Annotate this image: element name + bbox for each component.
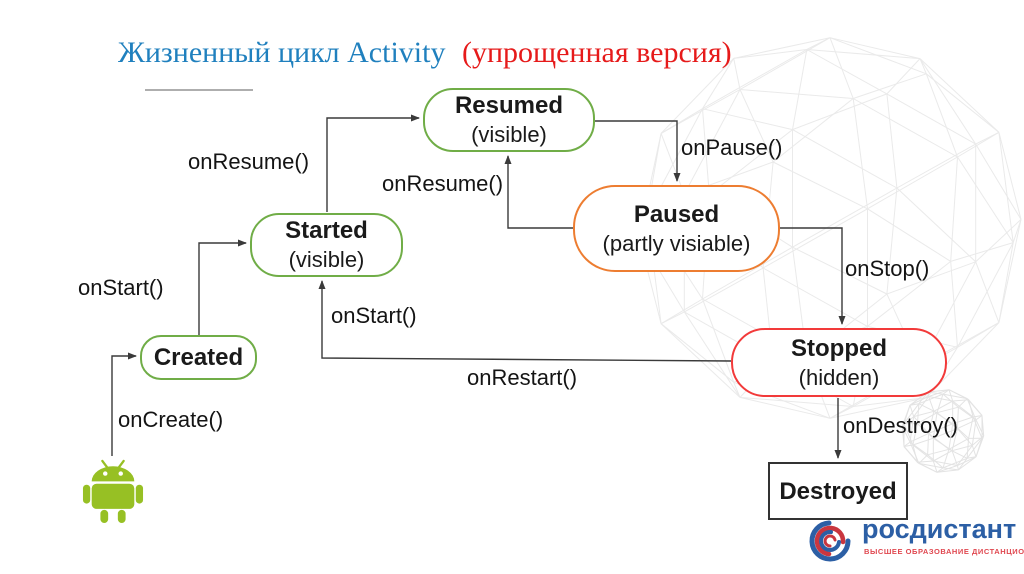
state-node-created: Created [140, 335, 257, 380]
state-node-resumed: Resumed (visible) [423, 88, 595, 152]
state-label: Started [285, 217, 368, 244]
arrow-onrestart-stopped-started [318, 280, 732, 362]
page-title-sub: (упрощенная версия) [461, 36, 732, 69]
title-underline-rule [145, 89, 253, 91]
page-title-main: Жизненный цикл Activity [118, 36, 446, 69]
arrow-onstop-paused-stopped [780, 227, 846, 325]
state-label: Destroyed [779, 477, 897, 505]
edge-label-onresume-2: onResume() [382, 171, 504, 196]
page-title: Жизненный цикл Activity (упрощенная верс… [118, 36, 732, 70]
state-sublabel: (hidden) [798, 364, 880, 390]
edge-label-oncreate: onCreate() [118, 407, 224, 432]
state-node-paused: Paused (partly visiable) [573, 185, 780, 272]
state-label: Created [153, 344, 244, 371]
arrow-onresume-paused-resumed [504, 155, 573, 229]
state-label: Stopped [791, 334, 887, 362]
state-sublabel: (partly visiable) [602, 230, 751, 256]
state-node-started: Started (visible) [250, 213, 403, 277]
state-label: Resumed [454, 92, 564, 119]
edge-label-onpause: onPause() [681, 135, 783, 160]
arrow-oncreate [111, 352, 137, 456]
edge-label-onstop: onStop() [845, 256, 930, 281]
arrow-onresume-started-resumed [326, 114, 420, 212]
arrow-onstart-created-started [198, 239, 247, 335]
arrow-onpause-resumed-paused [595, 120, 681, 182]
android-robot-icon [82, 459, 144, 523]
edge-label-onresume: onResume() [188, 149, 310, 174]
edge-label-onstart-2: onStart() [331, 303, 417, 328]
edge-label-onrestart: onRestart() [467, 365, 578, 390]
edge-label-ondestroy: onDestroy() [843, 413, 958, 438]
rosdistant-swirl-icon [809, 520, 851, 562]
state-sublabel: (visible) [471, 122, 547, 147]
state-node-stopped: Stopped (hidden) [731, 328, 947, 397]
edge-label-onstart: onStart() [78, 275, 164, 300]
state-sublabel: (visible) [288, 247, 365, 272]
logo-tagline: ВЫСШЕЕ ОБРАЗОВАНИЕ ДИСТАНЦИОННО [864, 547, 1024, 556]
state-node-destroyed: Destroyed [768, 462, 908, 520]
state-label: Paused [633, 200, 720, 228]
